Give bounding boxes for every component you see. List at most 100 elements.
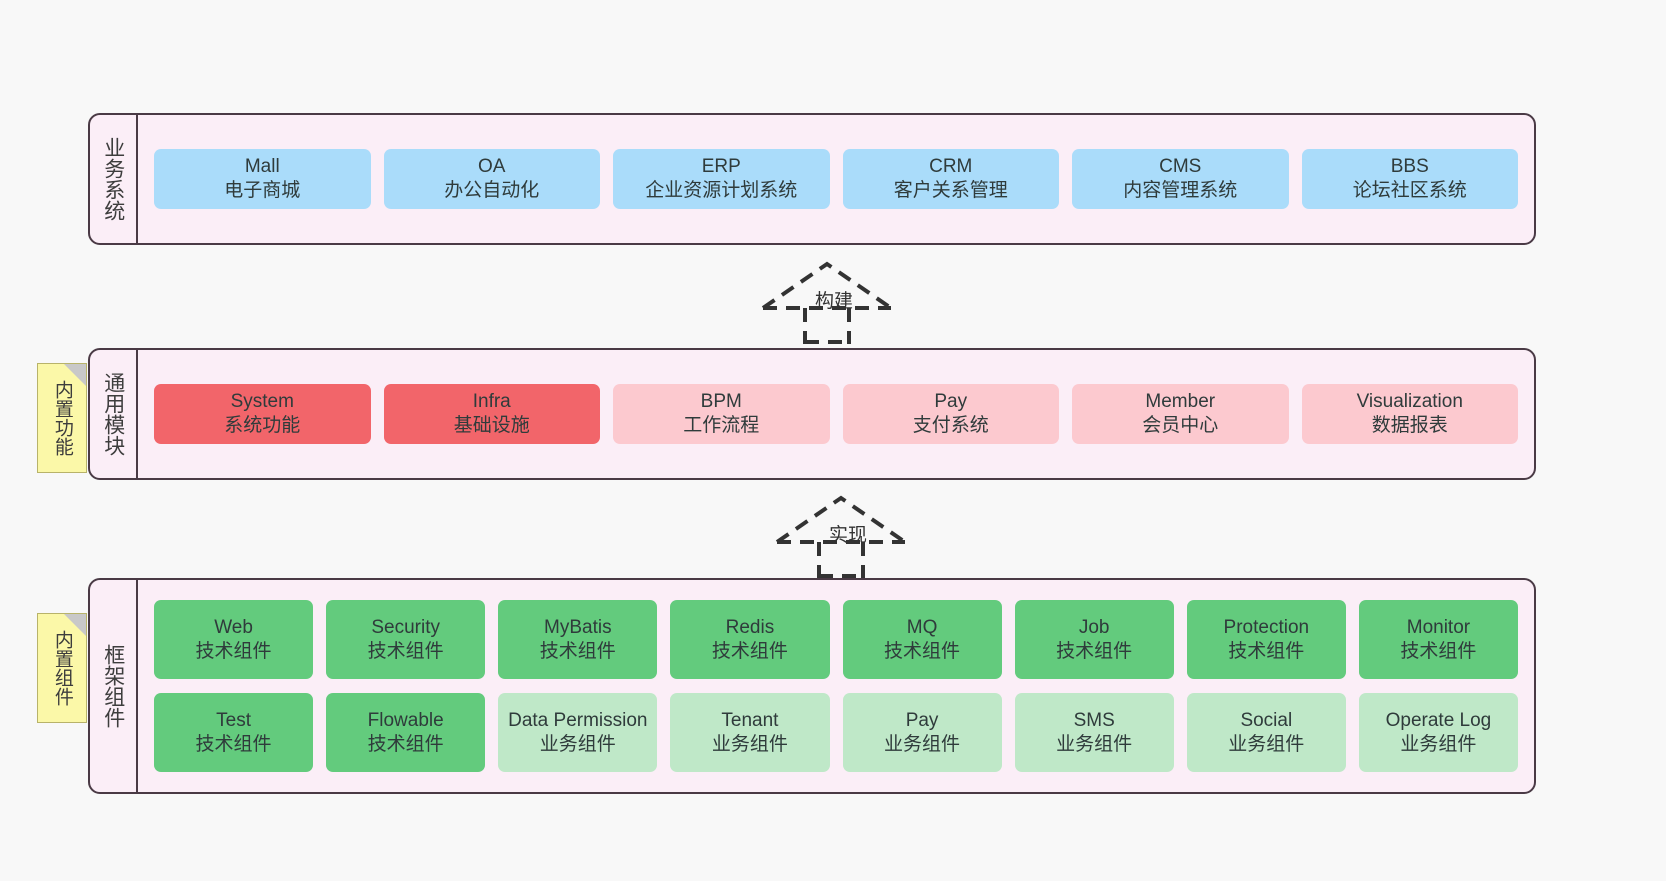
connector-build: 构建 (757, 258, 903, 344)
card-subtitle: 办公自动化 (444, 180, 540, 201)
card-cms[interactable]: CMS 内容管理系统 (1072, 149, 1289, 209)
card-title: CMS (1159, 156, 1202, 178)
note-label: 内置组件 (51, 630, 73, 706)
card-subtitle: 论坛社区系统 (1352, 180, 1467, 201)
card-title: SMS (1073, 709, 1115, 731)
card-job[interactable]: Job 技术组件 (1014, 600, 1174, 679)
card-subtitle: 工作流程 (683, 415, 760, 436)
card-bpm[interactable]: BPM 工作流程 (613, 384, 830, 444)
card-subtitle: 会员中心 (1142, 415, 1219, 436)
card-test[interactable]: Test 技术组件 (154, 693, 314, 772)
card-title: Tenant (721, 709, 779, 731)
card-title: Operate Log (1385, 709, 1492, 731)
card-operate-log[interactable]: Operate Log 业务组件 (1358, 693, 1518, 772)
card-erp[interactable]: ERP 企业资源计划系统 (613, 149, 830, 209)
card-pay[interactable]: Pay 支付系统 (842, 384, 1059, 444)
connector-implement-label: 实现 (829, 525, 868, 546)
card-mybatis[interactable]: MyBatis 技术组件 (498, 600, 658, 679)
card-subtitle: 业务组件 (539, 733, 616, 755)
layer-body-common-module: System 系统功能 Infra 基础设施 BPM 工作流程 Pay 支付系统… (138, 350, 1534, 478)
card-title: Social (1240, 709, 1293, 731)
card-title: BPM (700, 391, 742, 413)
card-title: MQ (906, 616, 938, 638)
card-infra[interactable]: Infra 基础设施 (383, 384, 600, 444)
card-title: CRM (929, 156, 973, 178)
card-redis[interactable]: Redis 技术组件 (670, 600, 830, 679)
layer-business-system: 业务系统 Mall 电子商城 OA 办公自动化 ERP 企业资源计划系统 CRM… (88, 113, 1536, 245)
card-title: Redis (725, 616, 775, 638)
card-title: Job (1078, 616, 1110, 638)
card-subtitle: 数据报表 (1371, 415, 1448, 436)
card-monitor[interactable]: Monitor 技术组件 (1358, 600, 1518, 679)
card-subtitle: 企业资源计划系统 (645, 180, 798, 201)
card-title: System (230, 391, 294, 413)
card-subtitle: 业务组件 (1056, 733, 1133, 755)
card-subtitle: 技术组件 (1228, 640, 1305, 662)
card-subtitle: 技术组件 (367, 640, 444, 662)
card-subtitle: 业务组件 (711, 733, 788, 755)
card-subtitle: 内容管理系统 (1123, 180, 1238, 201)
card-title: Monitor (1406, 616, 1471, 638)
card-title: Protection (1223, 616, 1310, 638)
framework-row-tech: Web 技术组件 Security 技术组件 MyBatis 技术组件 Redi… (154, 600, 1518, 679)
card-sms[interactable]: SMS 业务组件 (1014, 693, 1174, 772)
card-oa[interactable]: OA 办公自动化 (383, 149, 600, 209)
note-label: 内置功能 (51, 380, 73, 456)
card-title: ERP (701, 156, 741, 178)
card-tenant[interactable]: Tenant 业务组件 (670, 693, 830, 772)
card-subtitle: 客户关系管理 (893, 180, 1008, 201)
card-data-permission[interactable]: Data Permission 业务组件 (498, 693, 658, 772)
connector-build-label: 构建 (815, 291, 854, 312)
card-title: Visualization (1356, 391, 1463, 413)
card-subtitle: 基础设施 (453, 415, 530, 436)
card-subtitle: 技术组件 (195, 640, 272, 662)
layer-label-framework-component: 框架组件 (90, 580, 138, 792)
card-pay-component[interactable]: Pay 业务组件 (842, 693, 1002, 772)
card-bbs[interactable]: BBS 论坛社区系统 (1301, 149, 1518, 209)
card-mall[interactable]: Mall 电子商城 (154, 149, 371, 209)
card-title: Web (214, 616, 253, 638)
card-member[interactable]: Member 会员中心 (1072, 384, 1289, 444)
card-subtitle: 技术组件 (1400, 640, 1477, 662)
card-security[interactable]: Security 技术组件 (326, 600, 486, 679)
card-title: Mall (244, 156, 280, 178)
card-title: Data Permission (508, 709, 648, 731)
layer-common-module: 通用模块 System 系统功能 Infra 基础设施 BPM 工作流程 Pay… (88, 348, 1536, 480)
generalization-arrow-icon (775, 495, 907, 578)
layer-label-common-module: 通用模块 (90, 350, 138, 478)
note-builtin-component: 内置组件 (37, 613, 87, 723)
connector-implement: 实现 (771, 492, 917, 578)
card-title: Pay (905, 709, 939, 731)
card-title: Member (1145, 391, 1216, 413)
card-title: Pay (934, 391, 968, 413)
layer-body-business-system: Mall 电子商城 OA 办公自动化 ERP 企业资源计划系统 CRM 客户关系… (138, 115, 1534, 243)
note-builtin-function: 内置功能 (37, 363, 87, 473)
card-protection[interactable]: Protection 技术组件 (1186, 600, 1346, 679)
card-subtitle: 技术组件 (884, 640, 961, 662)
card-flowable[interactable]: Flowable 技术组件 (326, 693, 486, 772)
card-visualization[interactable]: Visualization 数据报表 (1301, 384, 1518, 444)
card-subtitle: 技术组件 (539, 640, 616, 662)
framework-row-business: Test 技术组件 Flowable 技术组件 Data Permission … (154, 693, 1518, 772)
note-fold-corner-icon (64, 364, 86, 386)
card-web[interactable]: Web 技术组件 (154, 600, 314, 679)
card-subtitle: 系统功能 (224, 415, 301, 436)
note-fold-corner-icon (64, 614, 86, 636)
card-subtitle: 技术组件 (367, 733, 444, 755)
generalization-arrow-icon (761, 261, 893, 344)
layer-label-business-system: 业务系统 (90, 115, 138, 243)
card-title: Flowable (367, 709, 444, 731)
card-social[interactable]: Social 业务组件 (1186, 693, 1346, 772)
card-subtitle: 技术组件 (711, 640, 788, 662)
card-title: Infra (472, 391, 511, 413)
card-title: Security (371, 616, 440, 638)
card-subtitle: 业务组件 (1228, 733, 1305, 755)
card-title: OA (478, 156, 506, 178)
layer-body-framework-component: Web 技术组件 Security 技术组件 MyBatis 技术组件 Redi… (138, 580, 1534, 792)
card-subtitle: 技术组件 (1056, 640, 1133, 662)
card-subtitle: 技术组件 (195, 733, 272, 755)
card-crm[interactable]: CRM 客户关系管理 (842, 149, 1059, 209)
card-mq[interactable]: MQ 技术组件 (842, 600, 1002, 679)
card-system[interactable]: System 系统功能 (154, 384, 371, 444)
